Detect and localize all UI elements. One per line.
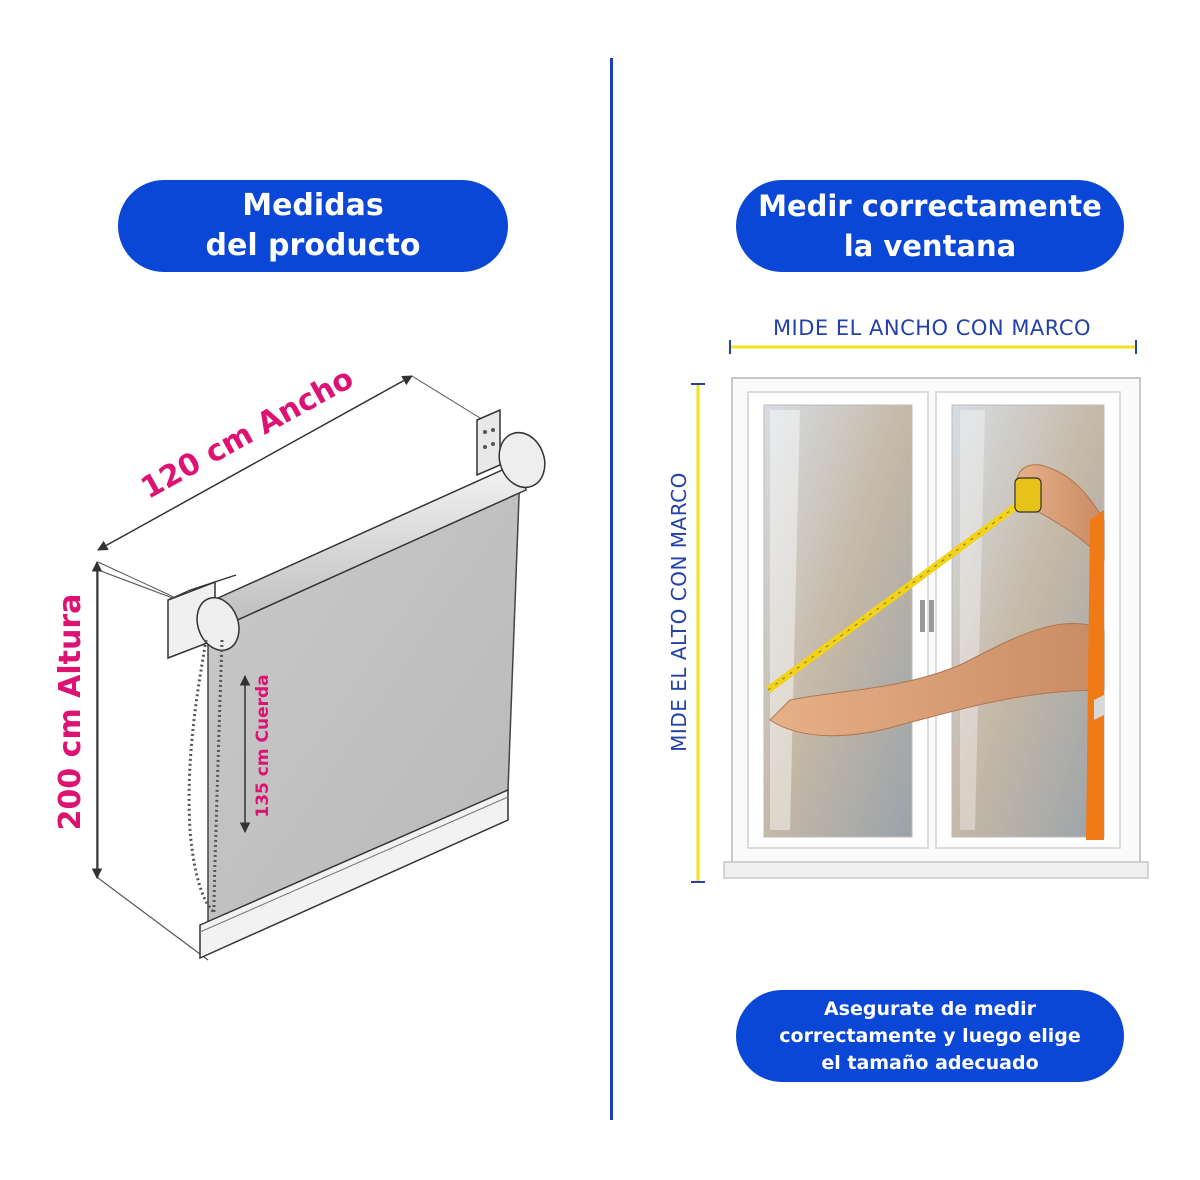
advice-line1: Asegurate de medir bbox=[823, 997, 1037, 1020]
window-height-measure bbox=[691, 383, 705, 883]
window-measuring-icon bbox=[723, 377, 1149, 879]
window-measure-heading: Medir correctamente la ventana bbox=[736, 180, 1124, 272]
window-heading-line2: la ventana bbox=[843, 229, 1017, 263]
blind-cord-label: 135 cm Cuerda bbox=[253, 674, 273, 817]
product-heading-line2: del producto bbox=[205, 228, 421, 263]
advice-line2: correctamente y luego elige bbox=[779, 1024, 1081, 1047]
product-heading-line1: Medidas bbox=[242, 188, 384, 223]
window-width-instruction: MIDE EL ANCHO CON MARCO bbox=[773, 316, 1091, 340]
window-height-instruction: MIDE EL ALTO CON MARCO bbox=[667, 472, 691, 752]
blind-height-label: 200 cm Altura bbox=[53, 594, 88, 831]
roller-blind-icon bbox=[91, 375, 546, 961]
blind-width-label: 120 cm Ancho bbox=[135, 361, 359, 506]
measure-advice-note: Asegurate de medir correctamente y luego… bbox=[736, 990, 1124, 1082]
center-divider bbox=[610, 58, 613, 1120]
advice-line3: el tamaño adecuado bbox=[821, 1051, 1039, 1074]
product-measures-heading: Medidas del producto bbox=[118, 180, 508, 272]
window-width-measure bbox=[729, 340, 1137, 354]
window-heading-line1: Medir correctamente bbox=[758, 189, 1102, 223]
